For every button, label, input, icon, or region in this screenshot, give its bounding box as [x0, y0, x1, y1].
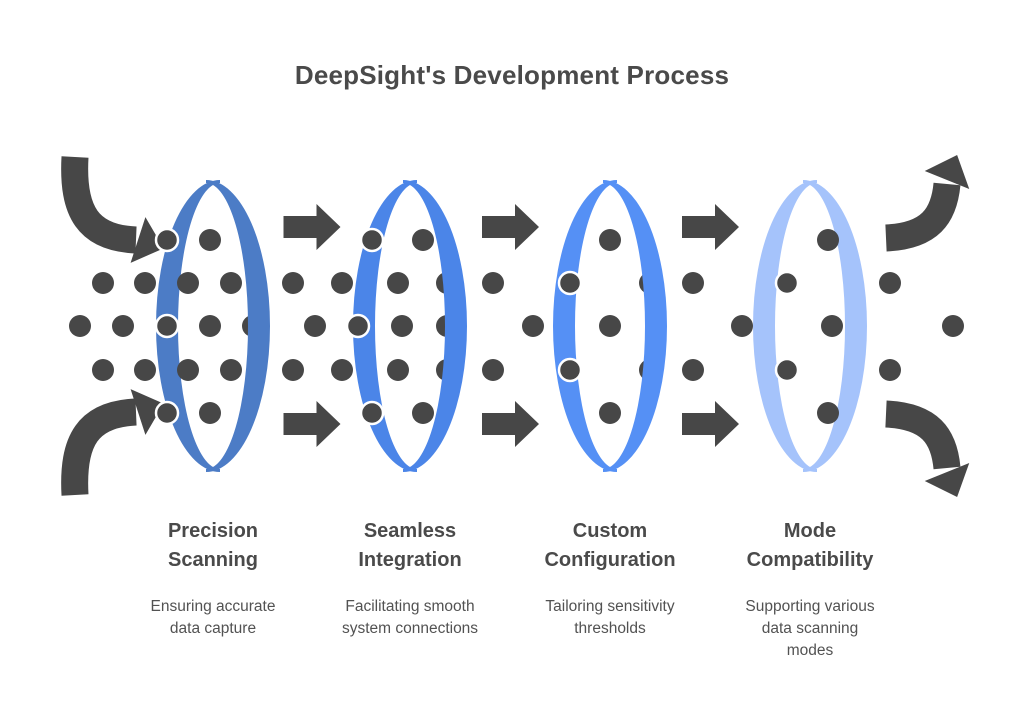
- stage-description: Facilitating smooth system connections: [341, 598, 479, 637]
- exit-arrow-top-icon: [884, 182, 961, 252]
- data-dot-icon: [599, 229, 621, 251]
- data-dot-icon: [359, 400, 385, 426]
- data-dot-icon: [220, 272, 242, 294]
- stage-seamless-integration: Seamless Integration Facilitating smooth…: [310, 517, 510, 640]
- data-dot-icon: [522, 315, 544, 337]
- flow-arrow-icon: [682, 204, 739, 250]
- stage-heading: Custom Configuration: [544, 520, 676, 571]
- data-dot-icon: [731, 315, 753, 337]
- data-dot-icon: [774, 357, 800, 383]
- diagram-title: DeepSight's Development Process: [294, 60, 730, 90]
- data-dot-icon: [92, 272, 114, 294]
- exit-arrow-bottom-head-icon: [924, 463, 970, 498]
- ring-right-band: [206, 180, 270, 472]
- data-dot-icon: [391, 315, 413, 337]
- data-dot-icon: [92, 359, 114, 381]
- entry-arrow-bottom-head-icon: [130, 389, 164, 435]
- data-dot-icon: [282, 359, 304, 381]
- data-dot-icon: [134, 359, 156, 381]
- flow-arrow-icon: [482, 204, 539, 250]
- stage-mode-compatibility: Mode Compatibility Supporting various da…: [710, 517, 910, 662]
- data-dot-icon: [879, 272, 901, 294]
- exit-arrow-top-head-icon: [924, 154, 970, 189]
- data-dots: [69, 227, 964, 426]
- entry-arrows: [61, 156, 164, 496]
- data-dot-icon: [199, 229, 221, 251]
- data-dot-icon: [331, 272, 353, 294]
- exit-arrow-bottom-icon: [884, 400, 961, 470]
- flow-arrows: [283, 204, 739, 447]
- stage-heading: Seamless Integration: [358, 520, 462, 571]
- data-dot-icon: [345, 313, 371, 339]
- filter-ring-3: [553, 180, 667, 472]
- ring-left-band: [553, 180, 617, 472]
- data-dot-icon: [359, 227, 385, 253]
- ring-left-band: [753, 180, 817, 472]
- exit-arrows: [884, 154, 970, 498]
- data-dot-icon: [942, 315, 964, 337]
- data-dot-icon: [682, 359, 704, 381]
- data-dot-icon: [817, 229, 839, 251]
- data-dot-icon: [220, 359, 242, 381]
- data-dot-icon: [817, 402, 839, 424]
- data-dot-icon: [177, 272, 199, 294]
- ring-right-band: [603, 180, 667, 472]
- entry-arrow-top-head-icon: [130, 217, 164, 263]
- flow-arrow-icon: [682, 401, 739, 447]
- stage-custom-configuration: Custom Configuration Tailoring sensitivi…: [510, 517, 710, 640]
- data-dot-icon: [557, 357, 583, 383]
- entry-arrow-top-icon: [61, 156, 138, 254]
- stage-heading: Mode Compatibility: [746, 520, 874, 571]
- stage-description: Tailoring sensitivity thresholds: [545, 598, 675, 637]
- data-dot-icon: [177, 359, 199, 381]
- data-dot-icon: [482, 272, 504, 294]
- flow-arrow-icon: [283, 401, 341, 447]
- filter-ring-4: [753, 180, 867, 472]
- data-dot-icon: [154, 313, 180, 339]
- data-dot-icon: [304, 315, 326, 337]
- data-dot-icon: [879, 359, 901, 381]
- data-dot-icon: [412, 229, 434, 251]
- filter-rings: [156, 180, 867, 472]
- data-dot-icon: [154, 227, 180, 253]
- data-dot-icon: [557, 270, 583, 296]
- data-dot-icon: [154, 400, 180, 426]
- ring-right-band: [403, 180, 467, 472]
- data-dot-icon: [821, 315, 843, 337]
- ring-left-band: [353, 180, 417, 472]
- data-dot-icon: [112, 315, 134, 337]
- data-dot-icon: [387, 272, 409, 294]
- stage-heading: Precision Scanning: [167, 520, 259, 571]
- data-dot-icon: [774, 270, 800, 296]
- data-dot-icon: [599, 402, 621, 424]
- data-dot-icon: [282, 272, 304, 294]
- flow-arrow-icon: [482, 401, 539, 447]
- entry-arrow-bottom-icon: [61, 398, 138, 496]
- stage-description: Ensuring accurate data capture: [150, 598, 276, 637]
- data-dot-icon: [599, 315, 621, 337]
- data-dot-icon: [331, 359, 353, 381]
- data-dot-icon: [412, 402, 434, 424]
- data-dot-icon: [69, 315, 91, 337]
- ring-right-band: [803, 180, 867, 472]
- filter-ring-2: [353, 180, 467, 472]
- data-dot-icon: [199, 402, 221, 424]
- data-dot-icon: [682, 272, 704, 294]
- ring-left-band: [156, 180, 220, 472]
- data-dot-icon: [134, 272, 156, 294]
- data-dot-icon: [482, 359, 504, 381]
- filter-ring-1: [156, 180, 270, 472]
- flow-arrow-icon: [283, 204, 341, 250]
- stage-precision-scanning: Precision Scanning Ensuring accurate dat…: [113, 517, 313, 640]
- data-dot-icon: [199, 315, 221, 337]
- data-dot-icon: [387, 359, 409, 381]
- stage-description: Supporting various data scanning modes: [745, 598, 875, 659]
